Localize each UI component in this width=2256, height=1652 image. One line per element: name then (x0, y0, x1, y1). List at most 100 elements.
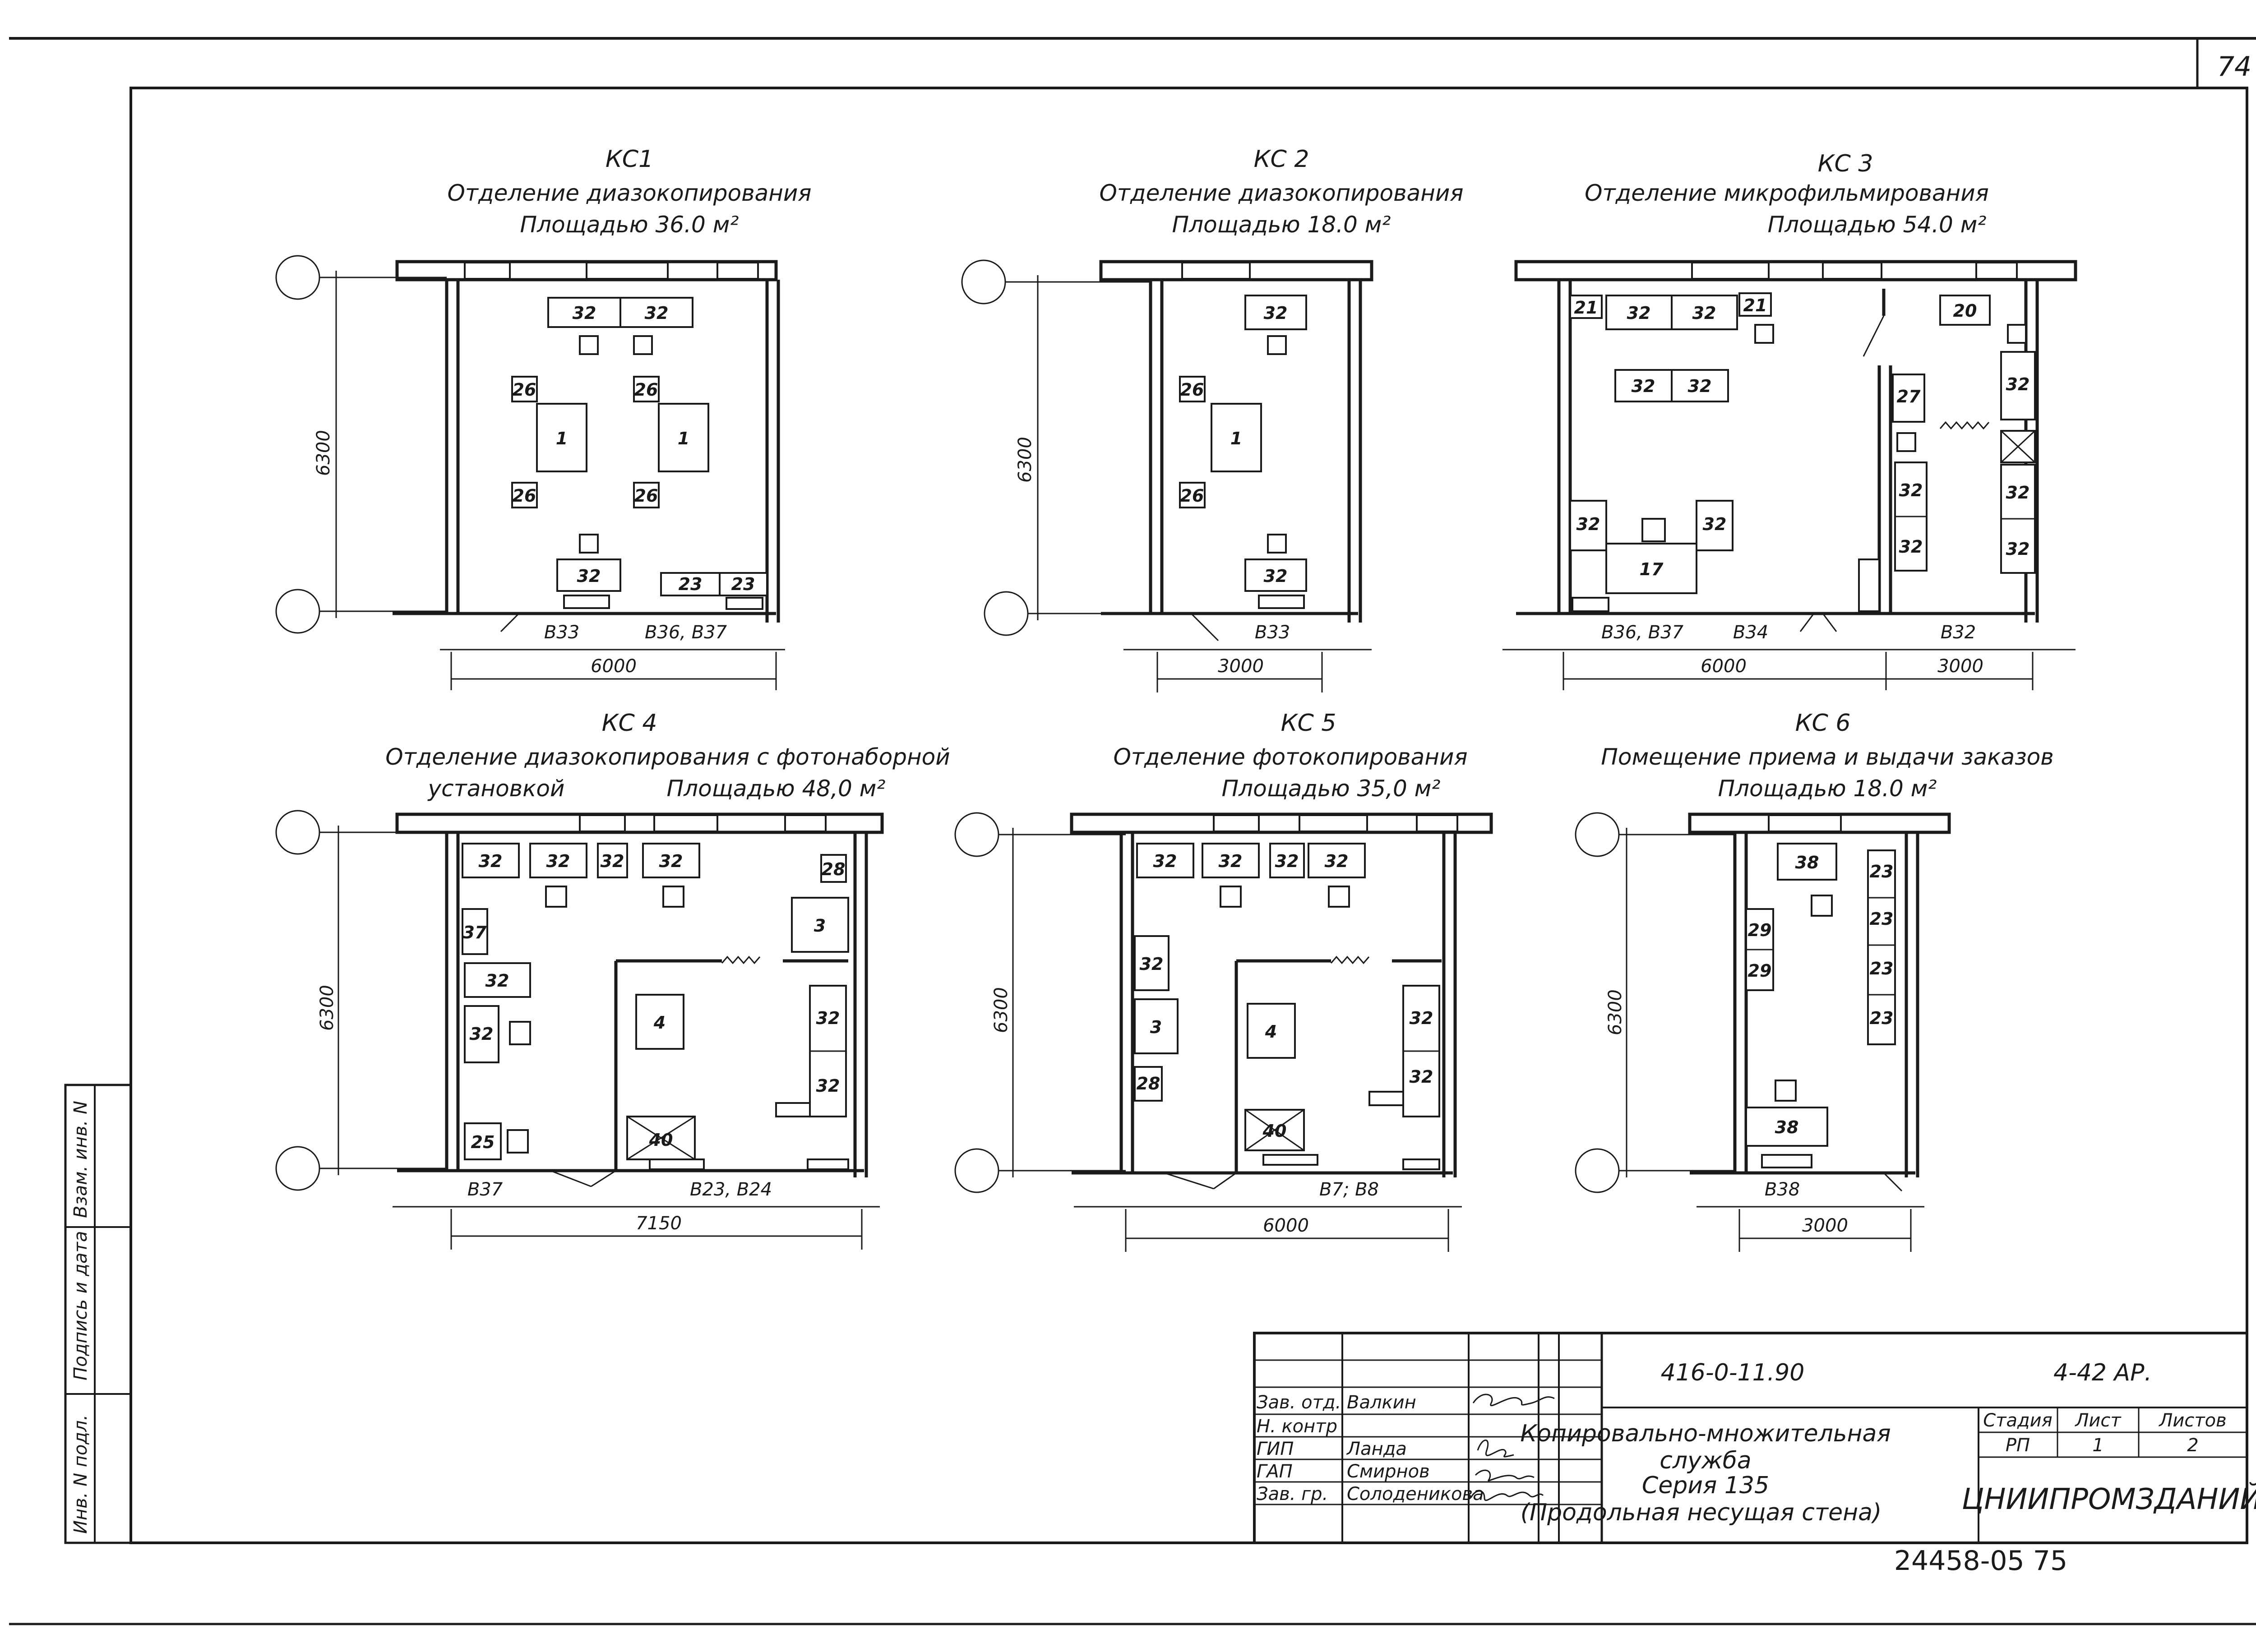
svg-text:32: 32 (577, 566, 601, 586)
svg-text:Стадия: Стадия (1983, 1410, 2052, 1431)
svg-text:32: 32 (1275, 851, 1299, 871)
svg-text:32: 32 (1325, 851, 1349, 871)
svg-text:Валкин: Валкин (1347, 1392, 1416, 1413)
svg-text:6300: 6300 (317, 985, 337, 1031)
axis-bubble (961, 259, 1006, 305)
svg-text:1: 1 (1230, 429, 1242, 448)
svg-text:В32: В32 (1941, 622, 1976, 643)
svg-text:7150: 7150 (636, 1213, 682, 1234)
svg-text:32: 32 (1264, 303, 1288, 323)
side-field-inv: Инв. N подл. (70, 1415, 91, 1534)
axis-bubble (1575, 812, 1620, 857)
svg-text:(Продольная несущая стена): (Продольная несущая стена) (1521, 1499, 1882, 1526)
svg-text:3: 3 (1150, 1017, 1162, 1037)
svg-text:Площадью 18.0 м²: Площадью 18.0 м² (1718, 775, 1937, 802)
svg-text:32: 32 (1153, 851, 1177, 871)
svg-text:29: 29 (1748, 961, 1772, 981)
svg-text:6300: 6300 (1605, 989, 1626, 1035)
svg-text:3000: 3000 (1937, 656, 1983, 677)
axis-bubble (1575, 1148, 1620, 1193)
svg-text:32: 32 (2006, 483, 2030, 503)
svg-text:Площадью 35,0 м²: Площадью 35,0 м² (1222, 775, 1441, 802)
room-kc1: КС1 Отделение диазокопирования Площадью … (275, 146, 812, 690)
axis-bubble (275, 589, 320, 634)
svg-text:32: 32 (659, 851, 683, 871)
svg-text:Площадью 18.0 м²: Площадью 18.0 м² (1172, 212, 1391, 238)
svg-text:КС 2: КС 2 (1254, 146, 1309, 173)
svg-text:32: 32 (816, 1076, 840, 1096)
svg-text:3000: 3000 (1218, 656, 1264, 677)
svg-text:23: 23 (1870, 862, 1894, 881)
svg-text:32: 32 (1703, 514, 1727, 534)
axis-bubble (954, 812, 999, 857)
svg-text:26: 26 (634, 486, 658, 506)
organization: ЦНИИПРОМЗДАНИЙ (1962, 1482, 2256, 1516)
svg-text:Помещение приема и выдачи зака: Помещение приема и выдачи заказов (1601, 744, 2054, 770)
svg-text:32: 32 (1632, 376, 1655, 396)
svg-text:32: 32 (485, 971, 509, 991)
svg-text:Лист: Лист (2074, 1410, 2122, 1431)
dim-depth: 6300 (313, 430, 334, 476)
svg-text:32: 32 (1688, 376, 1712, 396)
room-kc2: КС 2 Отделение диазокопирования Площадью… (961, 146, 1464, 692)
svg-text:32: 32 (1899, 537, 1923, 557)
svg-text:ГИП: ГИП (1257, 1439, 1294, 1459)
svg-text:В33: В33 (1255, 622, 1290, 643)
svg-text:21: 21 (1743, 295, 1767, 315)
svg-text:служба: служба (1660, 1447, 1751, 1474)
svg-text:установкой: установкой (427, 775, 565, 802)
svg-text:21: 21 (1574, 298, 1598, 318)
svg-text:32: 32 (1899, 480, 1923, 500)
svg-text:32: 32 (2006, 539, 2030, 559)
svg-text:3: 3 (814, 916, 826, 936)
sheet-frame: 74 (9, 37, 2256, 1625)
svg-text:В37: В37 (467, 1179, 503, 1200)
room-kc5: КС 5 Отделение фотокопирования Площадью … (954, 710, 1493, 1252)
axis-bubble (275, 1146, 320, 1191)
svg-text:32: 32 (1140, 954, 1164, 974)
svg-text:40: 40 (649, 1130, 673, 1150)
svg-text:26: 26 (1180, 380, 1204, 400)
svg-text:Серия 135: Серия 135 (1642, 1472, 1769, 1499)
svg-text:32: 32 (645, 303, 669, 323)
svg-text:32: 32 (1264, 566, 1288, 586)
room-name: Отделение диазокопирования (448, 180, 812, 206)
svg-text:КС 5: КС 5 (1281, 710, 1336, 737)
svg-text:32: 32 (2006, 374, 2030, 394)
dim-width: 6000 (591, 656, 637, 677)
svg-text:Отделение диазокопирования с ф: Отделение диазокопирования с фотонаборно… (385, 744, 950, 770)
sheet-code: 4-42 АР. (2053, 1359, 2152, 1386)
signature-mark (1475, 1469, 1535, 1481)
svg-text:3000: 3000 (1802, 1215, 1848, 1236)
svg-text:29: 29 (1748, 920, 1772, 940)
svg-text:В36, В37: В36, В37 (645, 622, 727, 643)
room-kc3: КС 3 Отделение микрофильмирования Площад… (1502, 150, 2077, 690)
svg-text:Площадью 54.0 м²: Площадью 54.0 м² (1768, 212, 1987, 238)
svg-text:Отделение фотокопирования: Отделение фотокопирования (1113, 744, 1467, 770)
svg-text:32: 32 (601, 851, 624, 871)
svg-text:32: 32 (1410, 1008, 1433, 1028)
svg-text:4: 4 (1265, 1022, 1277, 1042)
doc-code: 416-0-11.90 (1661, 1359, 1805, 1386)
svg-text:23: 23 (1870, 909, 1894, 929)
svg-text:23: 23 (1870, 959, 1894, 978)
svg-text:26: 26 (513, 486, 536, 506)
bottom-code: 24458-05 75 (1894, 1545, 2067, 1577)
svg-text:40: 40 (1262, 1121, 1287, 1141)
svg-text:Отделение диазокопирования: Отделение диазокопирования (1100, 180, 1464, 206)
title-block: 416-0-11.90 4-42 АР. Зав. отд. Н. контр … (1253, 1332, 2256, 1544)
svg-text:Площадью 48,0 м²: Площадью 48,0 м² (667, 775, 886, 802)
room-area: Площадью 36.0 м² (520, 212, 739, 238)
svg-text:В7; В8: В7; В8 (1319, 1179, 1379, 1200)
svg-text:32: 32 (1219, 851, 1243, 871)
svg-text:КС 4: КС 4 (602, 710, 657, 737)
svg-text:38: 38 (1795, 853, 1819, 872)
svg-text:6000: 6000 (1701, 656, 1747, 677)
svg-text:32: 32 (816, 1008, 840, 1028)
svg-text:28: 28 (1137, 1074, 1160, 1094)
svg-text:Н. контр: Н. контр (1257, 1416, 1337, 1437)
svg-text:32: 32 (1627, 303, 1651, 323)
svg-text:КС 6: КС 6 (1795, 710, 1851, 737)
svg-text:17: 17 (1640, 559, 1664, 579)
page-number: 74 (2217, 51, 2251, 83)
